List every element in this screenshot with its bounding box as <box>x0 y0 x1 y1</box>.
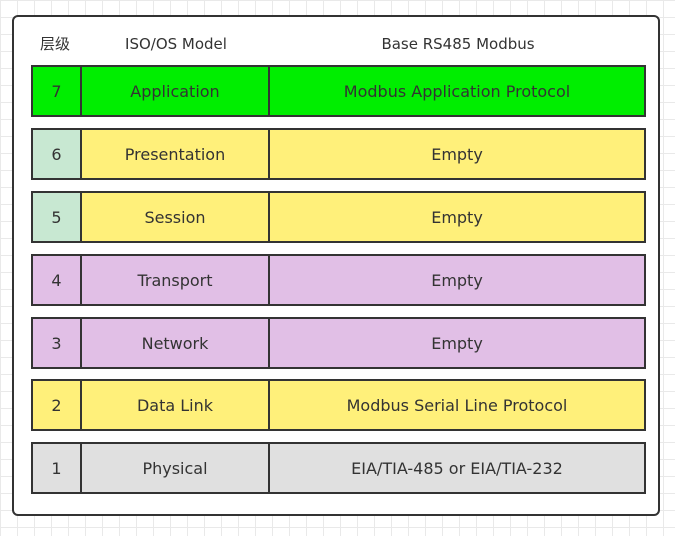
modbus-layer: Modbus Application Protocol <box>270 67 644 115</box>
iso-layer-name: Network <box>82 319 270 367</box>
layer-number: 5 <box>33 193 82 241</box>
layer-row-1: 1 Physical EIA/TIA-485 or EIA/TIA-232 <box>31 442 646 494</box>
header-modbus: Base RS485 Modbus <box>381 35 535 53</box>
layer-number: 7 <box>33 67 82 115</box>
layer-row-7: 7 Application Modbus Application Protoco… <box>31 65 646 117</box>
osi-model-panel: 层级 ISO/OS Model Base RS485 Modbus 7 Appl… <box>12 15 660 516</box>
iso-layer-name: Session <box>82 193 270 241</box>
layer-number: 4 <box>33 256 82 304</box>
modbus-layer: Empty <box>270 319 644 367</box>
layer-number: 3 <box>33 319 82 367</box>
layer-row-4: 4 Transport Empty <box>31 254 646 306</box>
iso-layer-name: Presentation <box>82 130 270 178</box>
layer-number: 2 <box>33 381 82 429</box>
header-iso-model: ISO/OS Model <box>125 35 227 53</box>
iso-layer-name: Data Link <box>82 381 270 429</box>
header-level: 层级 <box>40 35 71 53</box>
iso-layer-name: Application <box>82 67 270 115</box>
modbus-layer: Modbus Serial Line Protocol <box>270 381 644 429</box>
layer-row-3: 3 Network Empty <box>31 317 646 369</box>
layer-number: 1 <box>33 444 82 492</box>
layer-row-6: 6 Presentation Empty <box>31 128 646 180</box>
modbus-layer: Empty <box>270 130 644 178</box>
iso-layer-name: Transport <box>82 256 270 304</box>
iso-layer-name: Physical <box>82 444 270 492</box>
modbus-layer: EIA/TIA-485 or EIA/TIA-232 <box>270 444 644 492</box>
layer-row-2: 2 Data Link Modbus Serial Line Protocol <box>31 379 646 431</box>
modbus-layer: Empty <box>270 256 644 304</box>
modbus-layer: Empty <box>270 193 644 241</box>
layer-row-5: 5 Session Empty <box>31 191 646 243</box>
layer-number: 6 <box>33 130 82 178</box>
